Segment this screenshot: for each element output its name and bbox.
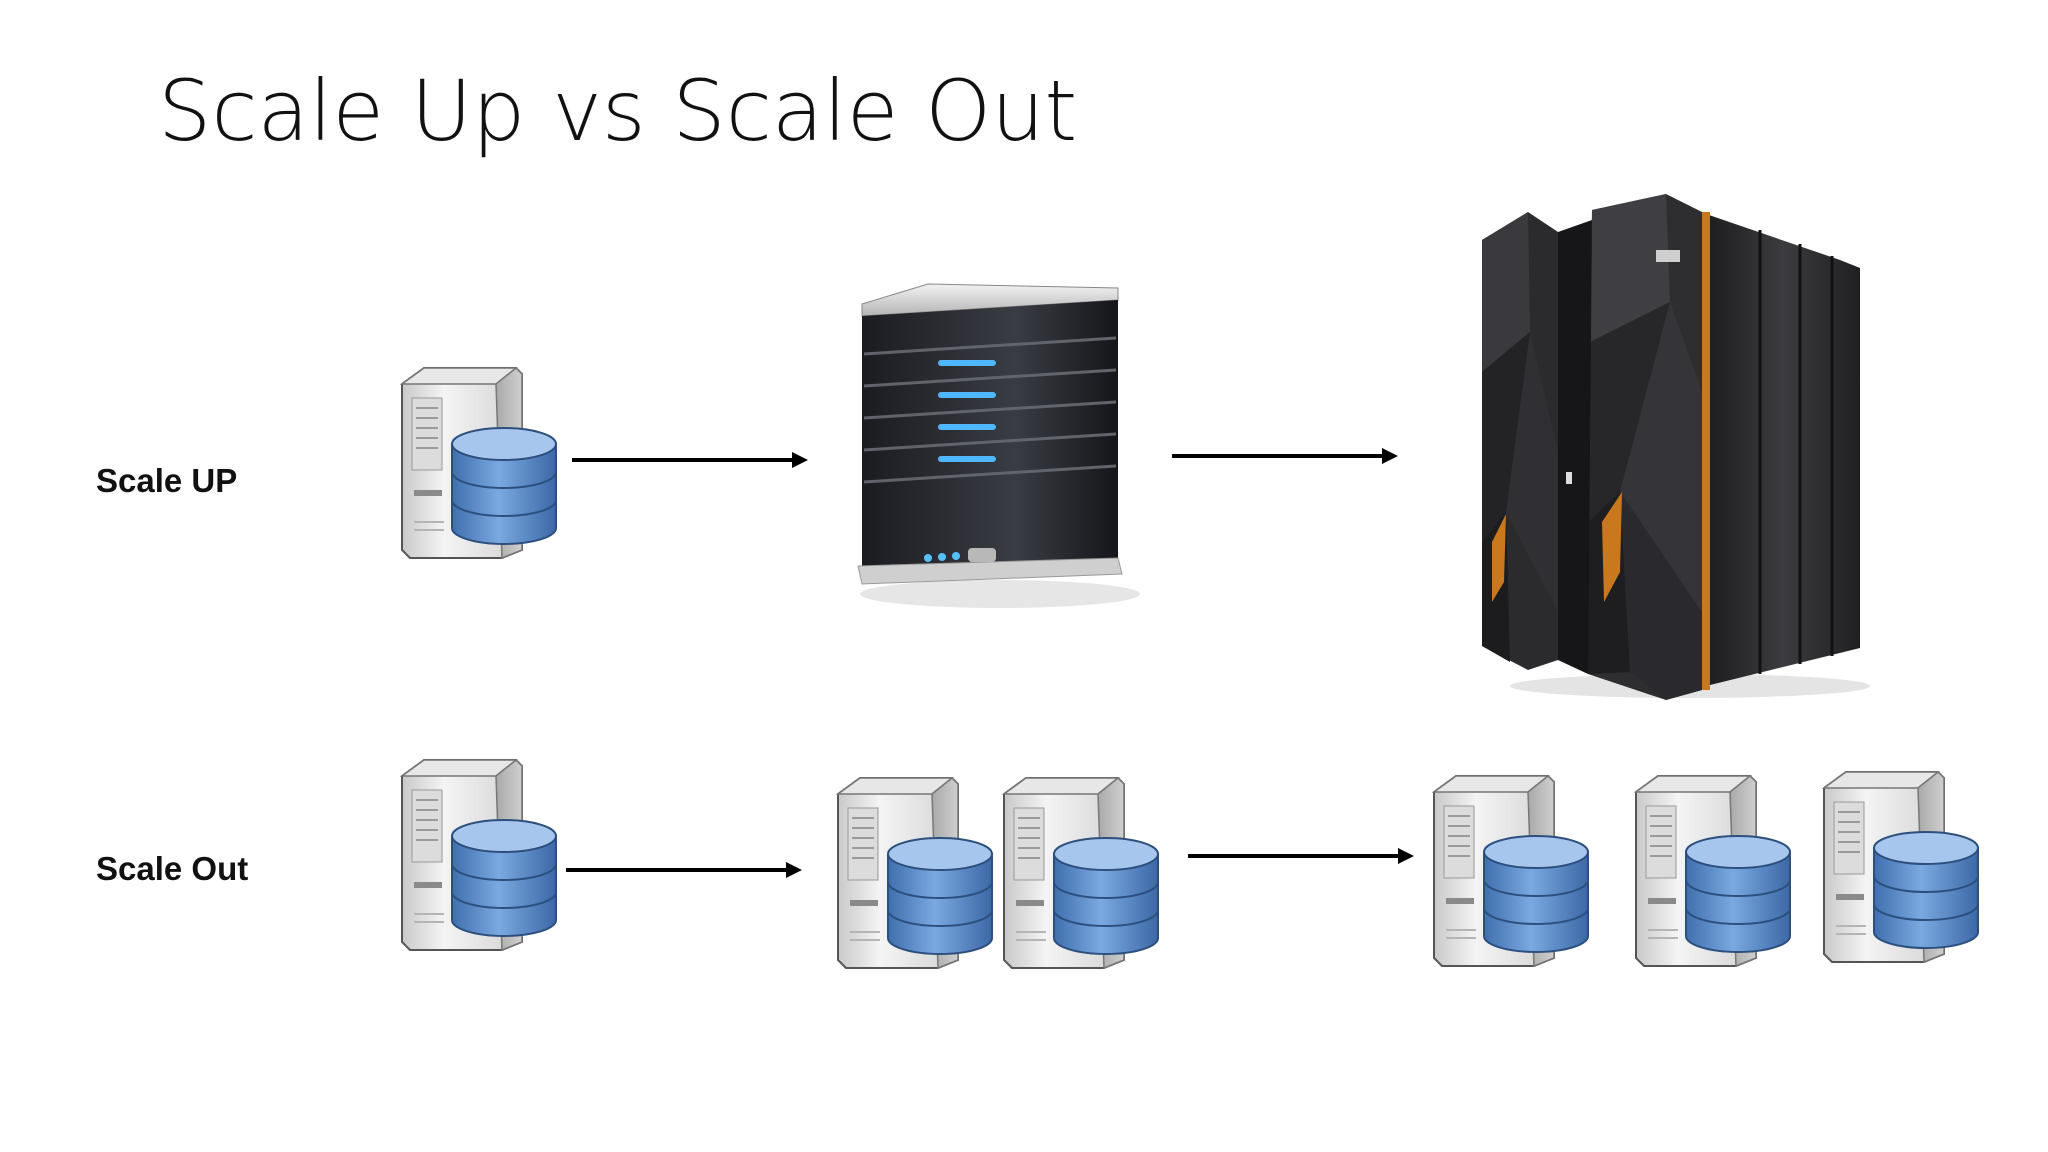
db-server-icon [1634, 774, 1792, 968]
db-server-icon [1002, 776, 1160, 970]
db-server-icon [400, 366, 558, 560]
row-label-scale-up: Scale UP [96, 462, 238, 499]
db-server-icon [836, 776, 994, 970]
arrow-right-icon [572, 452, 808, 468]
db-server-icon [400, 758, 558, 952]
slide-title: Scale Up vs Scale Out [158, 62, 1078, 160]
arrow-right-icon [1172, 448, 1398, 464]
arrow-right-icon [1188, 848, 1414, 864]
db-server-icon [1822, 770, 1980, 964]
mainframe-icon [1482, 194, 1870, 700]
row-label-scale-out: Scale Out [96, 850, 249, 887]
db-server-icon [1432, 774, 1590, 968]
tower-server-icon [857, 283, 1140, 608]
arrow-right-icon [566, 862, 802, 878]
